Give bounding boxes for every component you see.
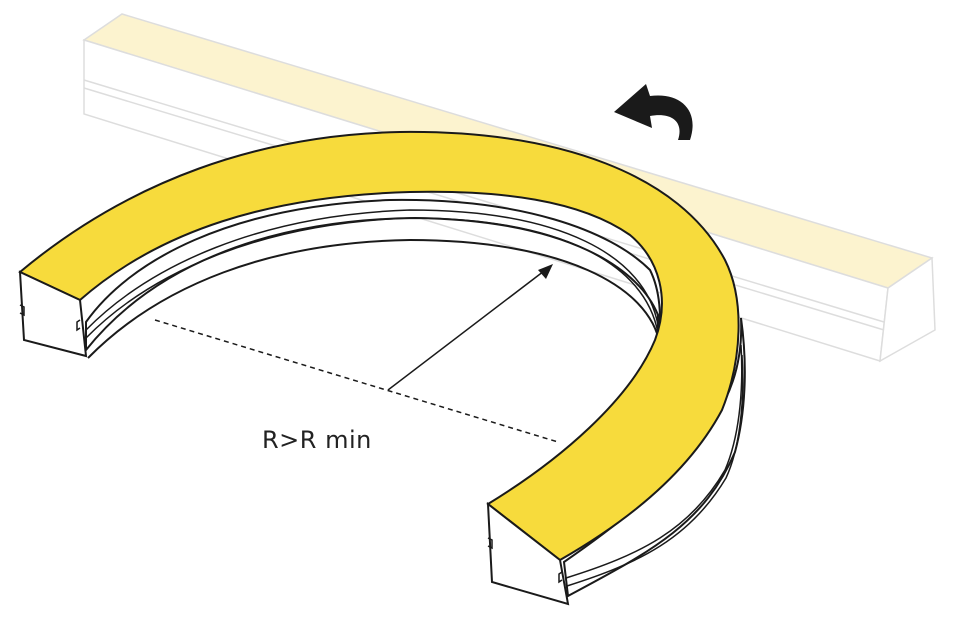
radius-arrow-icon: [538, 264, 553, 279]
right-end-notch-2: [558, 571, 563, 584]
bent-strip-top: [18, 130, 740, 562]
radius-baseline-dashed: [154, 319, 559, 443]
rotate-arrow-body: [614, 84, 693, 140]
inner-groove-line-2: [85, 217, 659, 339]
ghost-groove-line: [83, 79, 885, 323]
inner-lower-edge: [87, 238, 661, 359]
radius-arrow-shaft: [387, 267, 549, 391]
ghost-strip-end: [879, 256, 936, 363]
radius-indicator: [154, 264, 559, 443]
outer-groove-line: [565, 344, 743, 579]
left-end-cap: [18, 270, 88, 358]
left-end-notch: [19, 304, 25, 317]
bent-strip: [18, 130, 746, 606]
right-end-cap: [486, 501, 570, 606]
right-end-notch: [487, 537, 493, 550]
inner-groove-line: [85, 209, 659, 331]
radius-label: R>R min: [262, 426, 372, 454]
rotate-arrow-icon: [614, 84, 693, 140]
outer-groove-line-2: [566, 354, 744, 587]
left-end-notch-2: [76, 319, 81, 332]
